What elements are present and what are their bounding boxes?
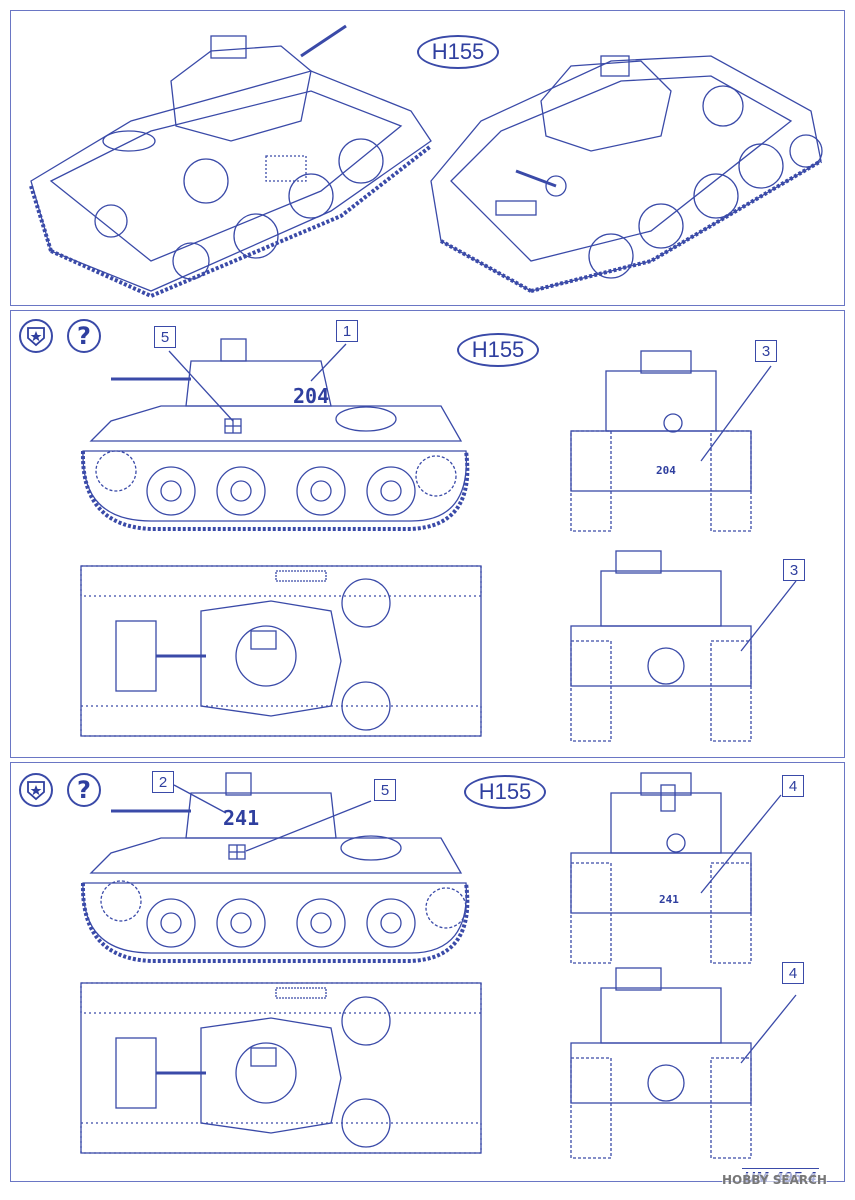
scheme-panel-241: ? H155 xyxy=(10,762,845,1182)
question-icon: ? xyxy=(67,319,101,353)
question-icon: ? xyxy=(67,773,101,807)
callout-hull-cross: 5 xyxy=(374,779,396,801)
scheme-panel-204: ? H155 xyxy=(10,310,845,758)
variant-label-oval: H155 xyxy=(464,775,546,809)
callout-rear-upper: 3 xyxy=(755,340,777,362)
watermark-text: HOBBY SEARCH xyxy=(722,1173,827,1187)
star-shield-icon xyxy=(19,319,53,353)
variant-label-oval: H155 xyxy=(417,35,499,69)
tank-number-side: 204 xyxy=(293,384,329,408)
tank-number-front: 241 xyxy=(659,893,679,906)
callout-rear-upper: 4 xyxy=(782,775,804,797)
tank-204-views: 204 204 xyxy=(80,338,797,742)
tank-241-views: 241 241 xyxy=(80,772,797,1159)
callout-rear-lower: 3 xyxy=(783,559,805,581)
tank-number-front: 204 xyxy=(656,464,676,477)
callout-hull-cross: 5 xyxy=(154,326,176,348)
star-shield-icon xyxy=(19,773,53,807)
isometric-tank-illustration xyxy=(29,24,823,299)
variant-label-oval: H155 xyxy=(457,333,539,367)
callout-rear-lower: 4 xyxy=(782,962,804,984)
isometric-panel: H155 xyxy=(10,10,845,306)
tank-number-side: 241 xyxy=(223,806,259,830)
callout-turret-number: 2 xyxy=(152,771,174,793)
callout-turret-number: 1 xyxy=(336,320,358,342)
